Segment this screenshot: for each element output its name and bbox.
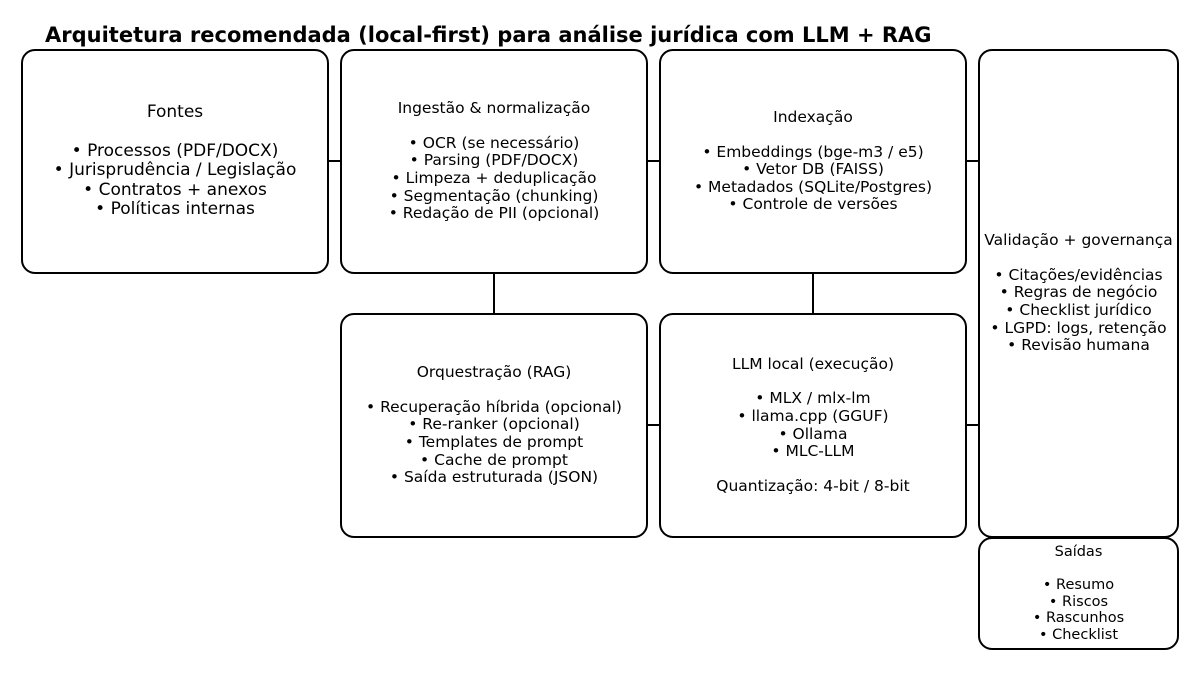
- node-item: • Controle de versões: [728, 195, 898, 214]
- node-title: Fontes: [146, 102, 204, 123]
- node-item: • Cache de prompt: [420, 450, 568, 469]
- node-items: • MLX / mlx-lm• llama.cpp (GGUF)• Ollama…: [737, 390, 888, 460]
- node-item: • Contratos + anexos: [83, 179, 267, 200]
- node-items: • Embeddings (bge-m3 / e5)• Vetor DB (FA…: [693, 142, 933, 214]
- node-item: • Resumo: [1042, 576, 1115, 593]
- node-item: • Checklist jurídico: [1005, 301, 1152, 319]
- node-title: Validação + governança: [984, 231, 1173, 250]
- node-item: • Processos (PDF/DOCX): [71, 140, 279, 161]
- node-item: • Riscos: [1048, 593, 1109, 610]
- node-item: • Segmentação (chunking): [389, 186, 599, 205]
- node-item: • Embeddings (bge-m3 / e5): [702, 142, 924, 161]
- node-item: • Limpeza + deduplicação: [391, 169, 597, 187]
- node-title: Saídas: [1054, 544, 1103, 560]
- node-item: • LGPD: logs, retenção: [990, 318, 1167, 337]
- node-item: • Revisão humana: [1007, 336, 1150, 355]
- node-item: • llama.cpp (GGUF): [737, 406, 889, 425]
- node-item: • Ollama: [778, 424, 848, 443]
- node-items: • Citações/evidências• Regras de negócio…: [990, 265, 1167, 355]
- node-item: • Parsing (PDF/DOCX): [409, 151, 579, 170]
- node-items: • Processos (PDF/DOCX)• Jurisprudência /…: [53, 140, 297, 220]
- node-saidas: Saídas • Resumo• Riscos• Rascunhos• Chec…: [978, 537, 1179, 650]
- node-llm: LLM local (execução) • MLX / mlx-lm• lla…: [659, 313, 967, 538]
- node-title: Ingestão & normalização: [397, 99, 591, 118]
- node-item: • Re-ranker (opcional): [408, 415, 580, 434]
- node-indexacao: Indexação • Embeddings (bge-m3 / e5)• Ve…: [659, 49, 967, 274]
- node-item: • MLC-LLM: [771, 442, 855, 461]
- node-title: Indexação: [773, 108, 853, 127]
- node-item: • Citações/evidências: [994, 265, 1163, 284]
- node-ingestao: Ingestão & normalização • OCR (se necess…: [340, 49, 648, 274]
- node-item: • Regras de negócio: [999, 283, 1158, 302]
- node-items: • OCR (se necessário)• Parsing (PDF/DOCX…: [388, 133, 600, 223]
- node-items: • Recuperação híbrida (opcional)• Re-ran…: [366, 397, 622, 487]
- node-footer: Quantização: 4-bit / 8-bit: [716, 476, 910, 495]
- node-item: • Redação de PII (opcional): [388, 204, 600, 223]
- node-item: • Checklist: [1038, 627, 1119, 644]
- node-title: Orquestração (RAG): [416, 363, 572, 382]
- node-fontes: Fontes • Processos (PDF/DOCX)• Jurisprud…: [21, 49, 329, 274]
- node-item: • OCR (se necessário): [408, 133, 580, 152]
- node-item: • Templates de prompt: [404, 433, 584, 451]
- node-item: • Metadados (SQLite/Postgres): [693, 177, 933, 196]
- diagram-title: Arquitetura recomendada (local-first) pa…: [45, 23, 932, 47]
- node-item: • Saída estruturada (JSON): [389, 468, 599, 487]
- node-item: • Rascunhos: [1032, 610, 1125, 627]
- node-item: • Jurisprudência / Legislação: [53, 160, 297, 181]
- node-title: LLM local (execução): [731, 354, 895, 373]
- node-validacao: Validação + governança • Citações/evidên…: [978, 49, 1179, 538]
- node-item: • MLX / mlx-lm: [755, 389, 871, 408]
- node-item: • Vetor DB (FAISS): [742, 160, 884, 179]
- node-orquestracao: Orquestração (RAG) • Recuperação híbrida…: [340, 313, 648, 538]
- node-item: • Políticas internas: [95, 199, 255, 220]
- node-items: • Resumo• Riscos• Rascunhos• Checklist: [1033, 577, 1124, 644]
- node-item: • Recuperação híbrida (opcional): [366, 397, 622, 416]
